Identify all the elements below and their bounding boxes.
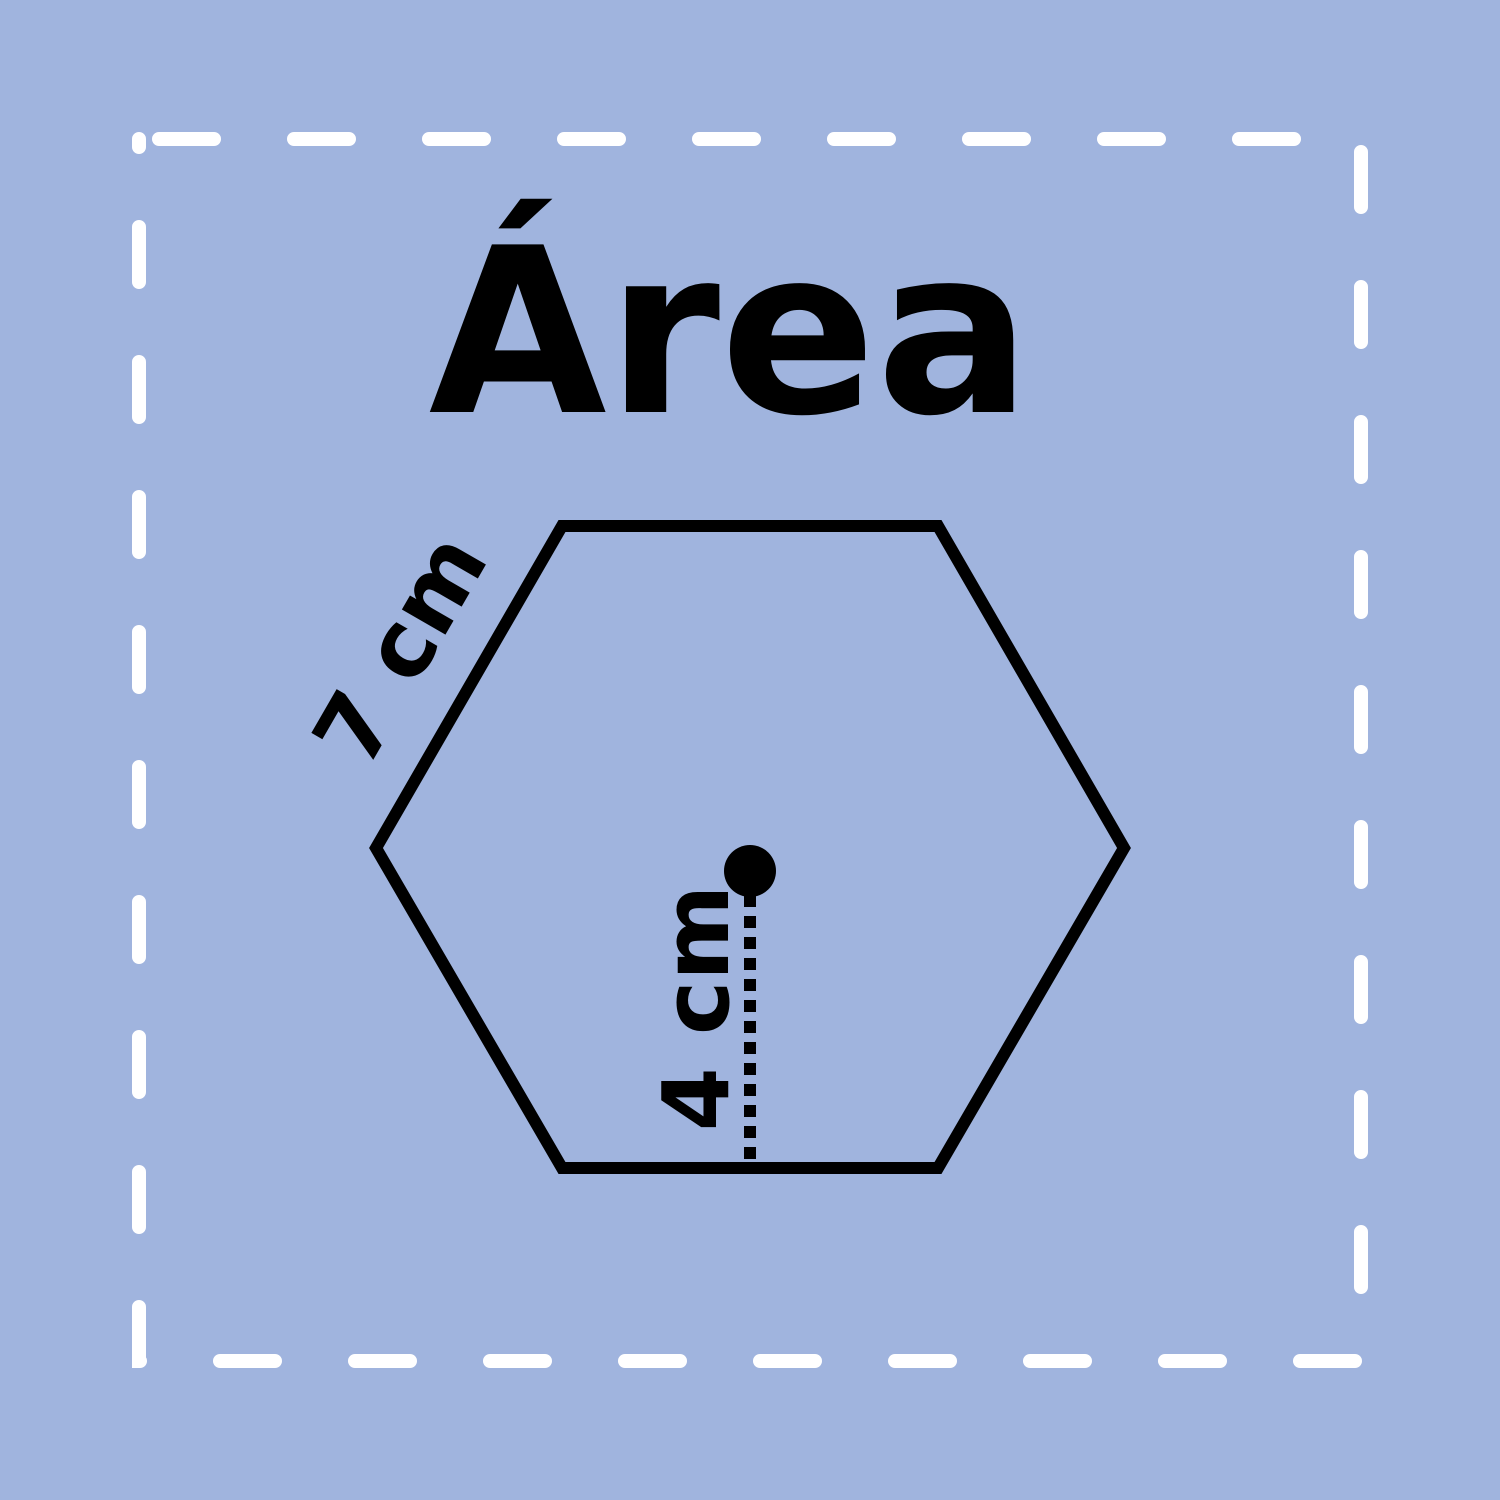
apothem-label: 4 cm bbox=[643, 885, 750, 1131]
center-point bbox=[724, 845, 776, 897]
side-length-label: 7 cm bbox=[293, 516, 509, 783]
dashed-frame bbox=[132, 132, 1368, 1368]
hexagon-shape bbox=[369, 520, 1131, 1174]
page-title: Área bbox=[429, 198, 1032, 467]
